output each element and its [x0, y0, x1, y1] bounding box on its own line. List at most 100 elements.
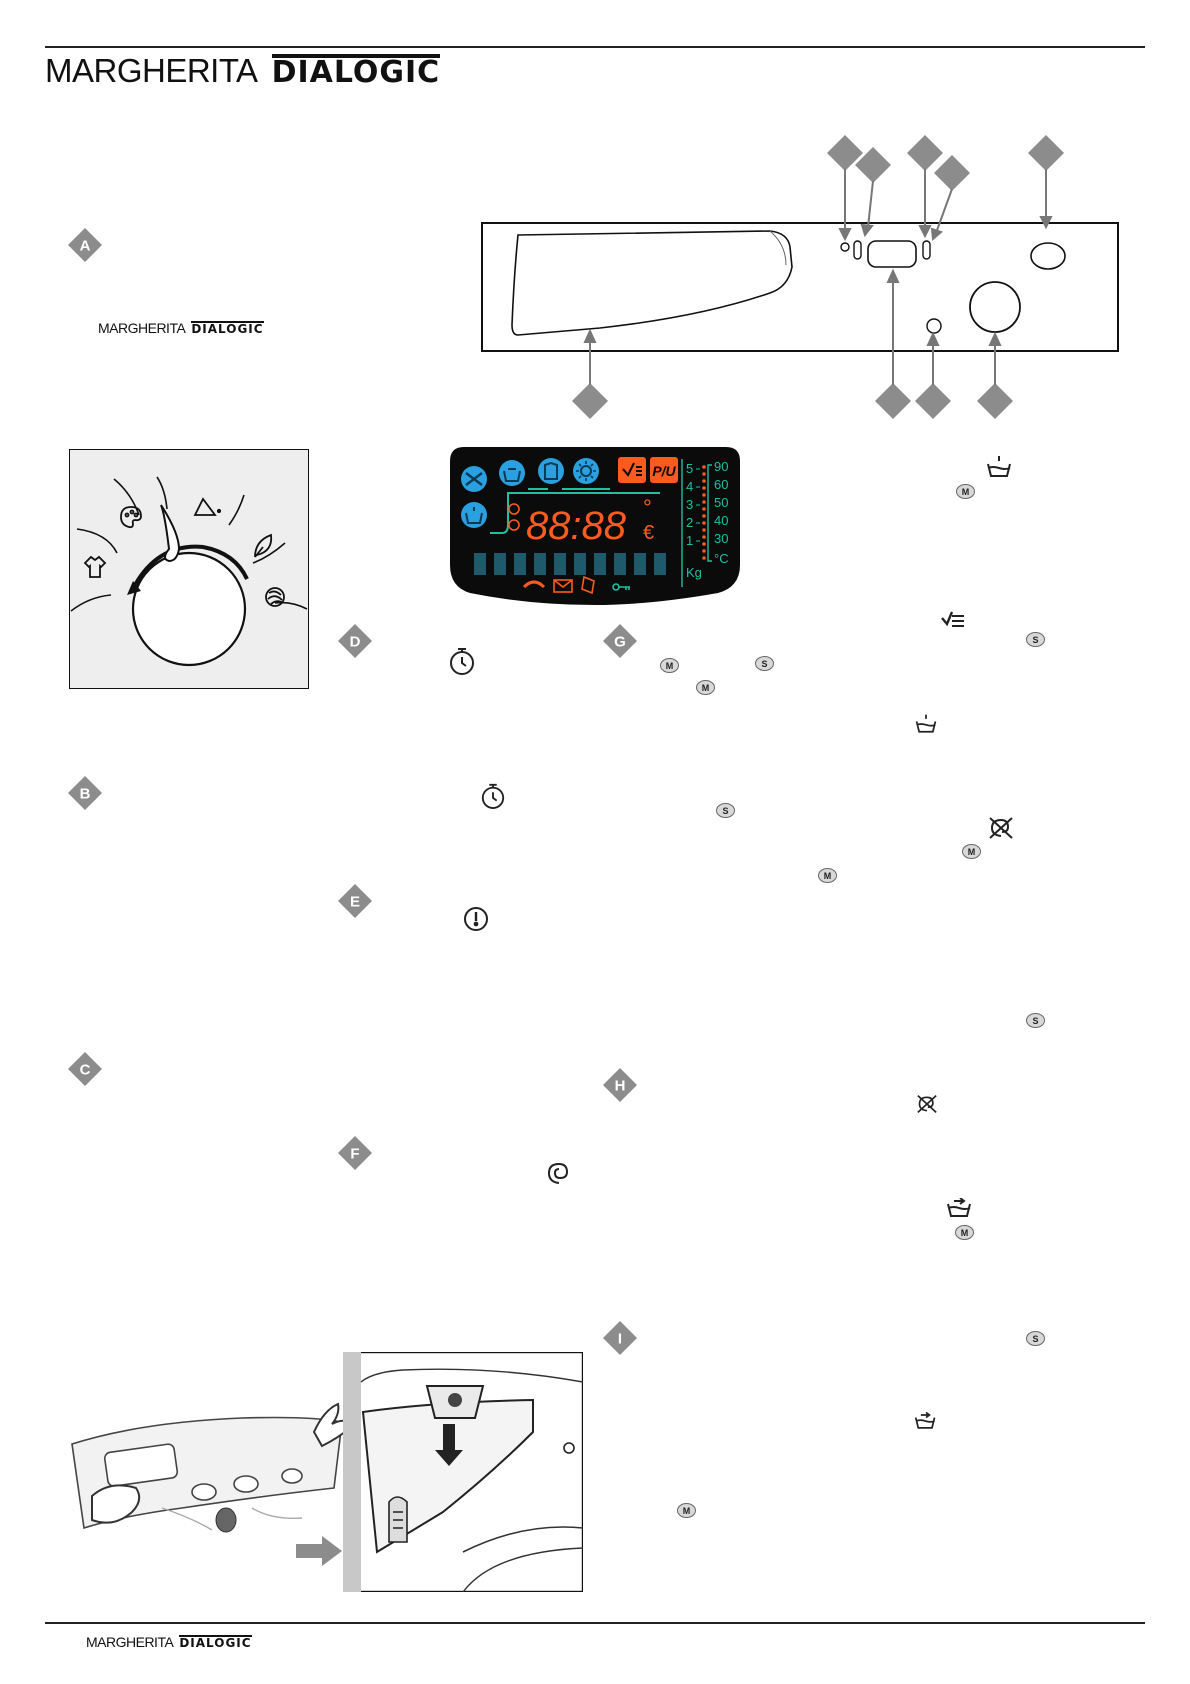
m-button-icon: M — [956, 484, 975, 499]
timer-small-icon — [508, 519, 520, 531]
s-button-icon: S — [1026, 632, 1045, 647]
mail-icon — [553, 579, 573, 593]
bottom-rule — [45, 1622, 1145, 1624]
panel-display — [867, 240, 917, 268]
brand-logo-small: DIALOGIC — [191, 321, 264, 336]
footer-brand-logo: DIALOGIC — [179, 1635, 252, 1650]
leaf-icon — [254, 533, 273, 558]
temp-scale: 90 60 50 40 30 °C — [714, 459, 729, 566]
rinse-icon — [461, 502, 487, 528]
arrow-pointer-icon — [296, 1536, 342, 1566]
header-brand: MARGHERITA DIALOGIC — [45, 52, 441, 90]
svg-text:Kg: Kg — [686, 565, 702, 580]
dot-matrix — [474, 553, 666, 575]
prewash-icon — [499, 460, 525, 486]
display-euro: € — [643, 522, 654, 544]
brand-name-small: MARGHERITA — [98, 320, 186, 336]
svg-text:B: B — [80, 786, 91, 803]
marker-6 — [572, 383, 608, 419]
section-a-brand: MARGHERITA DIALOGIC — [98, 320, 264, 336]
svg-text:P/U: P/U — [652, 463, 676, 479]
marker-4 — [934, 155, 970, 191]
svg-text:M: M — [666, 661, 674, 671]
key-icon — [612, 583, 630, 591]
svg-text:S: S — [1032, 1334, 1038, 1344]
s-button-icon: S — [716, 803, 735, 818]
svg-text:60: 60 — [714, 477, 728, 492]
drain-icon-2 — [914, 1412, 936, 1429]
marker-1 — [827, 135, 863, 171]
dial-pointer — [160, 504, 181, 563]
control-panel-diagram — [481, 135, 1119, 419]
svg-text:5: 5 — [686, 461, 693, 476]
svg-text:M: M — [968, 847, 976, 857]
pill-button-right — [922, 240, 931, 260]
svg-text:4: 4 — [686, 479, 693, 494]
top-rule — [45, 46, 1145, 48]
svg-text:S: S — [1032, 635, 1038, 645]
tag-icon — [581, 575, 595, 595]
s-button-icon: S — [1026, 1013, 1045, 1028]
no-spin-icon-2 — [917, 1095, 937, 1113]
svg-text:°C: °C — [714, 551, 729, 566]
svg-text:G: G — [614, 634, 626, 651]
wool-icon — [265, 587, 285, 607]
svg-text:M: M — [824, 871, 832, 881]
svg-text:M: M — [962, 487, 970, 497]
section-c-badge: C — [68, 1052, 102, 1086]
footer-brand-name: MARGHERITA — [86, 1634, 174, 1650]
cartoon-panel-illustration — [71, 1402, 352, 1533]
m-button-icon: M — [818, 868, 837, 883]
m-button-icon: M — [677, 1503, 696, 1518]
knob-illustration — [69, 449, 309, 689]
easy-iron-icon — [538, 458, 564, 484]
no-spin-icon — [989, 817, 1013, 839]
dial — [131, 551, 247, 667]
digital-display: P/U 88:88 ° € 5 4 3 2 1 Kg 90 — [450, 447, 740, 605]
marker-8 — [915, 383, 951, 419]
marker-7 — [875, 383, 911, 419]
svg-text:D: D — [350, 634, 361, 651]
svg-text:A: A — [80, 238, 91, 255]
svg-text:2: 2 — [686, 515, 693, 530]
brand-logo: DIALOGIC — [271, 54, 441, 90]
timer-icon — [450, 648, 474, 675]
brand-name: MARGHERITA — [45, 52, 258, 89]
svg-text:50: 50 — [714, 495, 728, 510]
svg-text:S: S — [761, 659, 767, 669]
svg-text:90: 90 — [714, 459, 728, 474]
spin-icon — [547, 1162, 569, 1184]
iron-icon — [193, 497, 222, 516]
top-markers — [827, 135, 1064, 191]
level-dots — [702, 465, 706, 560]
stain-icon — [618, 457, 646, 483]
pu-icon — [650, 457, 678, 483]
svg-text:C: C — [80, 1062, 91, 1079]
rinse-icon-2 — [915, 714, 937, 733]
section-g-badge: G — [603, 624, 637, 658]
rinse-icon — [987, 456, 1011, 477]
display-digits: 88:88 — [526, 504, 627, 548]
palette-icon — [120, 506, 142, 529]
bottom-markers — [572, 383, 1013, 419]
small-round-button — [926, 318, 942, 334]
svg-text:M: M — [702, 683, 710, 693]
programme-knob — [969, 281, 1021, 333]
svg-text:H: H — [615, 1078, 626, 1095]
m-button-icon: M — [696, 680, 715, 695]
section-f-badge: F — [338, 1136, 372, 1170]
marker-9 — [977, 383, 1013, 419]
s-button-icon: S — [755, 656, 774, 671]
shirt-icon — [83, 555, 107, 578]
s-button-icon: S — [1026, 1331, 1045, 1346]
svg-text:I: I — [618, 1331, 622, 1348]
m-button-icon: M — [962, 844, 981, 859]
svg-text:F: F — [350, 1146, 359, 1163]
detergent-drawer-illustration — [343, 1352, 583, 1592]
section-i-badge: I — [603, 1321, 637, 1355]
m-button-icon: M — [955, 1225, 974, 1240]
marker-3 — [907, 135, 943, 171]
svg-text:3: 3 — [686, 497, 693, 512]
marker-2 — [855, 147, 891, 183]
svg-text:E: E — [350, 894, 360, 911]
